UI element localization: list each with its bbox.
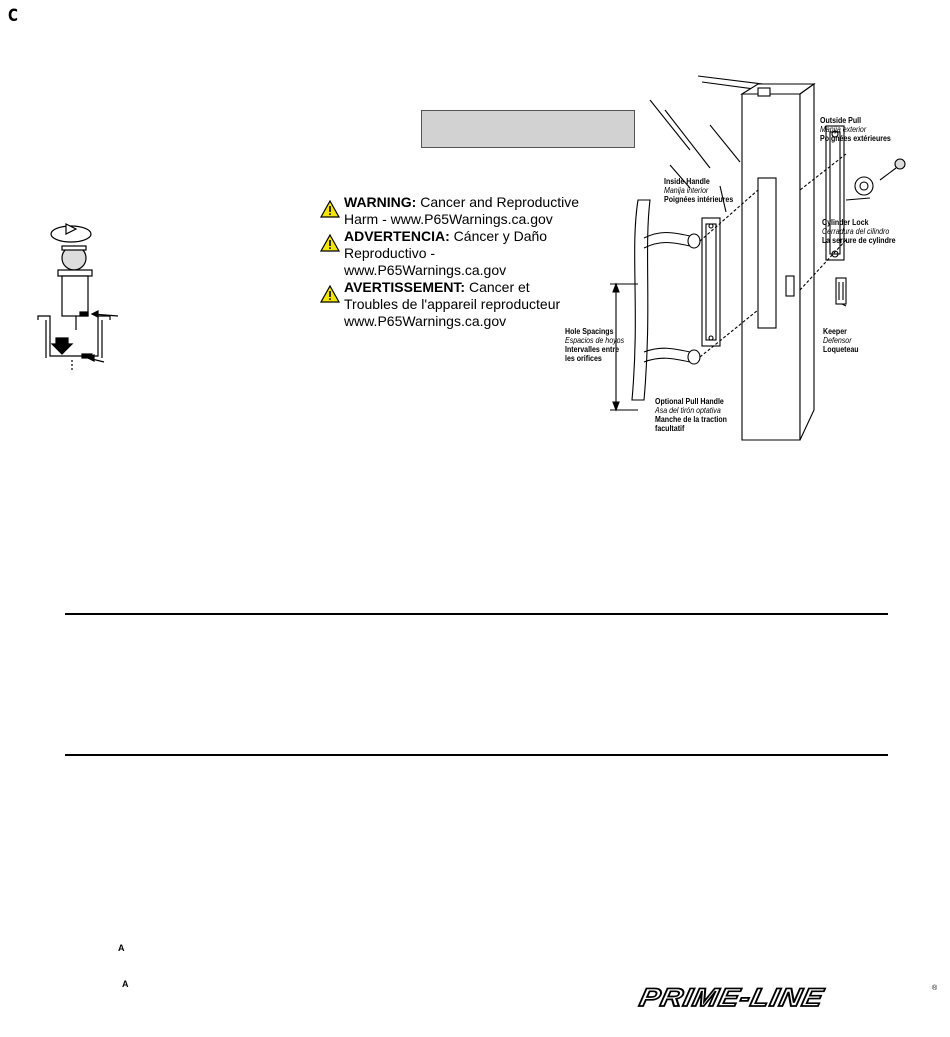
marker-a-2: A xyxy=(122,979,129,989)
prop65-warning: WARNING: Cancer and Reproductive Harm - … xyxy=(319,194,580,330)
warning-spanish: ADVERTENCIA: Cáncer y Daño Reproductivo … xyxy=(319,228,580,279)
section-letter: C xyxy=(8,6,18,26)
warning-en-body: Cancer and Reproductive Harm - www.P65Wa… xyxy=(344,194,579,227)
gray-label-box xyxy=(421,110,635,148)
divider-top xyxy=(65,613,888,615)
warning-fr-body: Cancer et Troubles de l'appareil reprodu… xyxy=(344,279,561,329)
warning-english: WARNING: Cancer and Reproductive Harm - … xyxy=(319,194,580,228)
exploded-handle-diagram xyxy=(610,75,906,441)
key-cylinder-illustration xyxy=(37,223,119,372)
marker-a-1: A xyxy=(118,943,125,953)
divider-bottom xyxy=(65,754,888,756)
warning-es-title: ADVERTENCIA: xyxy=(344,228,450,244)
registered-mark: ® xyxy=(932,985,938,992)
warning-fr-title: AVERTISSEMENT: xyxy=(344,279,466,295)
warning-triangle-icon xyxy=(319,284,344,307)
warning-es-body: Cáncer y Daño Reproductivo - www.P65Warn… xyxy=(344,228,548,278)
prime-line-logo: PRIME-LINE xyxy=(636,983,827,1013)
warning-triangle-icon xyxy=(319,199,344,222)
warning-en-title: WARNING: xyxy=(344,194,417,210)
warning-french: AVERTISSEMENT: Cancer et Troubles de l'a… xyxy=(319,279,580,330)
warning-triangle-icon xyxy=(319,233,344,256)
